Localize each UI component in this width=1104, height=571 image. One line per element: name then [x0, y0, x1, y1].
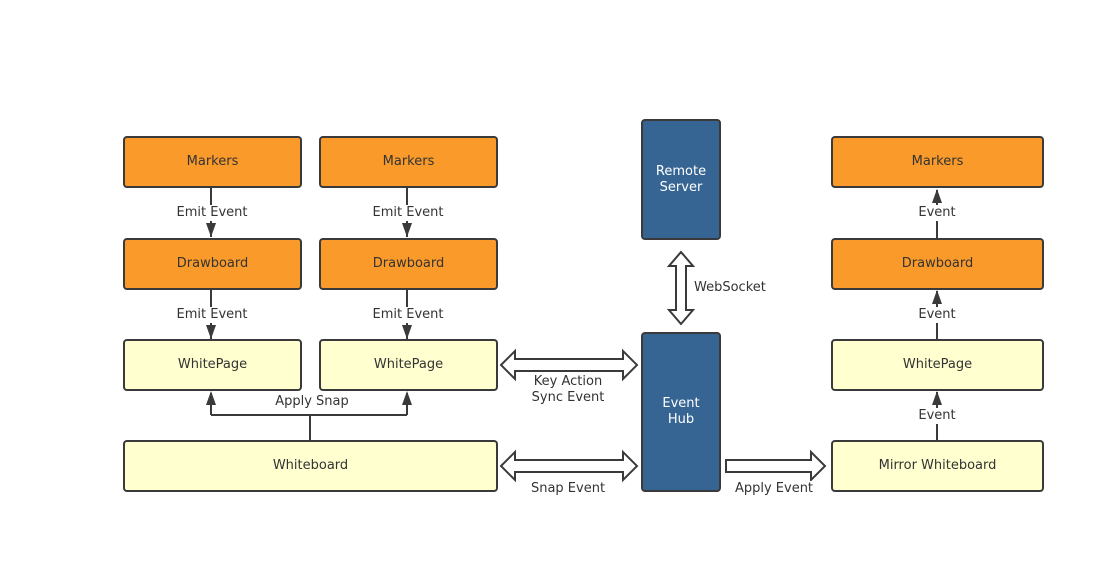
mirror-whiteboard-node[interactable]: Mirror Whiteboard	[831, 440, 1044, 492]
arrowhead	[932, 290, 942, 304]
edge-label-event: Event	[916, 205, 958, 221]
edge-label-snap-event: Snap Event	[526, 481, 610, 497]
edge-label-emit-event: Emit Event	[372, 205, 444, 221]
whitepage-node-2[interactable]: WhitePage	[319, 339, 498, 391]
arrowhead	[932, 189, 942, 203]
apply-snap-connector	[210, 393, 408, 440]
arrowhead	[206, 223, 216, 237]
edge-label-key-action-sync: Key Action Sync Event	[526, 374, 610, 406]
edge-label-event: Event	[916, 307, 958, 323]
markers-node-2[interactable]: Markers	[319, 136, 498, 188]
arrowhead	[206, 391, 216, 405]
arrowhead	[402, 325, 412, 339]
drawboard-node-2[interactable]: Drawboard	[319, 238, 498, 290]
drawboard-node-1[interactable]: Drawboard	[123, 238, 302, 290]
arrowhead	[206, 325, 216, 339]
arrowhead	[402, 391, 412, 405]
remote-server-node[interactable]: Remote Server	[641, 119, 721, 240]
markers-node-mirror[interactable]: Markers	[831, 136, 1044, 188]
edge-label-event: Event	[916, 408, 958, 424]
whiteboard-node[interactable]: Whiteboard	[123, 440, 498, 492]
snap-event-double-arrow	[499, 449, 639, 483]
drawboard-node-mirror[interactable]: Drawboard	[831, 238, 1044, 290]
edge-label-apply-event: Apply Event	[734, 481, 814, 497]
edge-label-websocket: WebSocket	[694, 280, 770, 296]
arrowhead	[402, 223, 412, 237]
event-hub-node[interactable]: Event Hub	[641, 332, 721, 492]
edge-label-emit-event: Emit Event	[372, 307, 444, 323]
edge-label-apply-snap: Apply Snap	[274, 394, 350, 410]
key-action-double-arrow	[499, 348, 639, 382]
edge-label-emit-event: Emit Event	[176, 307, 248, 323]
edge-label-emit-event: Emit Event	[176, 205, 248, 221]
arrowhead	[932, 391, 942, 405]
whitepage-node-mirror[interactable]: WhitePage	[831, 339, 1044, 391]
whitepage-node-1[interactable]: WhitePage	[123, 339, 302, 391]
websocket-double-arrow	[666, 250, 696, 326]
apply-event-arrow	[725, 449, 827, 483]
markers-node-1[interactable]: Markers	[123, 136, 302, 188]
